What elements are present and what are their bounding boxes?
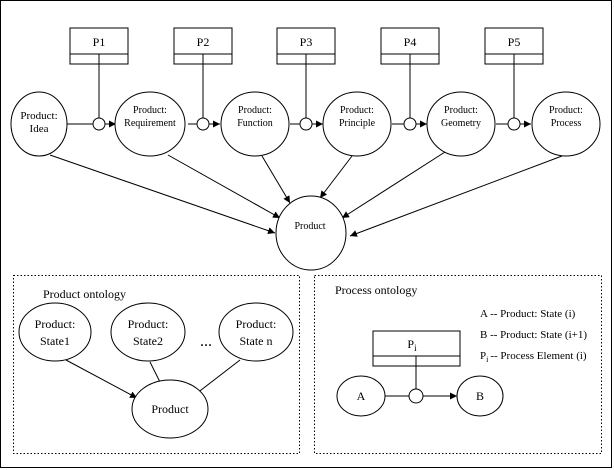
state-line1: Product:	[35, 317, 76, 331]
state-line1: Product:	[20, 110, 57, 122]
ellipsis-text: ...	[200, 333, 212, 350]
process-label: P2	[197, 35, 210, 49]
product-ontology-panel	[13, 275, 300, 454]
state-idea	[10, 91, 68, 157]
state-line2: Idea	[30, 123, 49, 135]
legend-p-sub: i	[486, 355, 489, 364]
state-function	[220, 91, 290, 157]
ontology-state-n	[218, 302, 294, 362]
state-requirement	[114, 91, 186, 157]
state-process	[531, 91, 601, 157]
top-result-label: Product	[294, 221, 325, 232]
state-line1: Product:	[444, 105, 478, 116]
process-junction	[408, 388, 424, 404]
state-line1: Product:	[549, 105, 583, 116]
process-ontology-title: Process ontology	[335, 283, 417, 297]
junction-1	[92, 117, 106, 131]
node-b	[456, 375, 504, 417]
junction-2	[196, 117, 210, 131]
state-principle	[322, 91, 392, 157]
state-line1: Product:	[340, 105, 374, 116]
state-geometry	[426, 91, 496, 157]
legend-b: B -- Product: State (i+1)	[480, 329, 587, 341]
product-ontology-title: Product ontology	[43, 287, 126, 301]
state-line1: Product:	[133, 105, 167, 116]
process-ontology-panel	[314, 275, 602, 454]
state-line2: Requirement	[124, 118, 176, 129]
legend-p-rest: -- Process Element (i)	[490, 350, 587, 362]
node-b-label: B	[476, 389, 484, 403]
ontology-result-label: Product	[151, 402, 189, 416]
process-label-sub: i	[414, 343, 417, 353]
process-label: P5	[508, 35, 521, 49]
ontology-result-product	[131, 379, 209, 439]
process-label: P4	[404, 35, 417, 49]
state-line2: Function	[237, 118, 273, 129]
state-line1: Product:	[128, 317, 169, 331]
process-element-label: Pi	[407, 337, 417, 353]
state-line2: State2	[133, 334, 163, 348]
ontology-state-2	[110, 302, 186, 362]
state-line2: State n	[240, 334, 273, 348]
ontology-state-1	[18, 302, 92, 362]
product-ontology-labels: Product ontology Product: State1 Product…	[35, 287, 277, 416]
junction-4	[403, 117, 417, 131]
legend-a: A -- Product: State (i)	[480, 308, 576, 320]
process-label-letter: P	[407, 337, 414, 351]
state-line2: Geometry	[441, 118, 481, 129]
node-a-label: A	[357, 389, 366, 403]
state-line2: State1	[40, 334, 70, 348]
top-flow-labels: P1 P2 P3 P4 P5 Product: Idea Product: Re…	[20, 35, 583, 232]
state-line2: Process	[551, 118, 582, 129]
state-line1: Product:	[236, 317, 277, 331]
legend-p: Pi-- Process Element (i)	[480, 350, 587, 364]
process-box-p2	[173, 27, 233, 65]
state-line1: Product:	[238, 105, 272, 116]
state-line2: Principle	[339, 118, 376, 129]
process-label: P3	[300, 35, 313, 49]
junction-3	[299, 117, 313, 131]
junction-5	[507, 117, 521, 131]
legend-p-letter: P	[480, 350, 486, 362]
node-a	[336, 375, 386, 417]
process-box-p5	[484, 27, 544, 65]
top-flow	[10, 27, 601, 271]
process-label: P1	[93, 35, 106, 49]
top-result-product	[275, 195, 347, 271]
process-ontology-labels: Process ontology A -- Product: State (i)…	[335, 283, 587, 403]
